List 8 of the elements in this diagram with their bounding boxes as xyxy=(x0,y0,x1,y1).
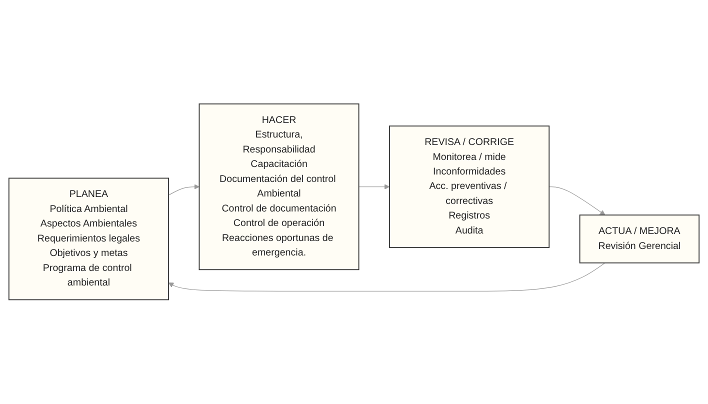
node-box: HACER Estructura, Responsabilidad Capacitación Documentación del control Ambiental Control de documentación Control de operación Reacciones oportunas de emergencia. xyxy=(198,104,360,270)
arrow xyxy=(548,186,606,216)
arrow xyxy=(358,184,390,190)
node-box: PLANEA Política Ambiental Aspectos Ambientales Requerimientos legales Objetivos y metas Programa de control ambiental xyxy=(8,178,169,300)
arrow xyxy=(168,184,200,196)
node-box: REVISA / CORRIGE Monitorea / mide Inconformidades Acc. preventivas / correctivas Registros Audita xyxy=(389,126,550,248)
node-box: ACTUA / MEJORA Revisión Gerencial xyxy=(579,214,700,264)
arrow xyxy=(168,262,606,292)
